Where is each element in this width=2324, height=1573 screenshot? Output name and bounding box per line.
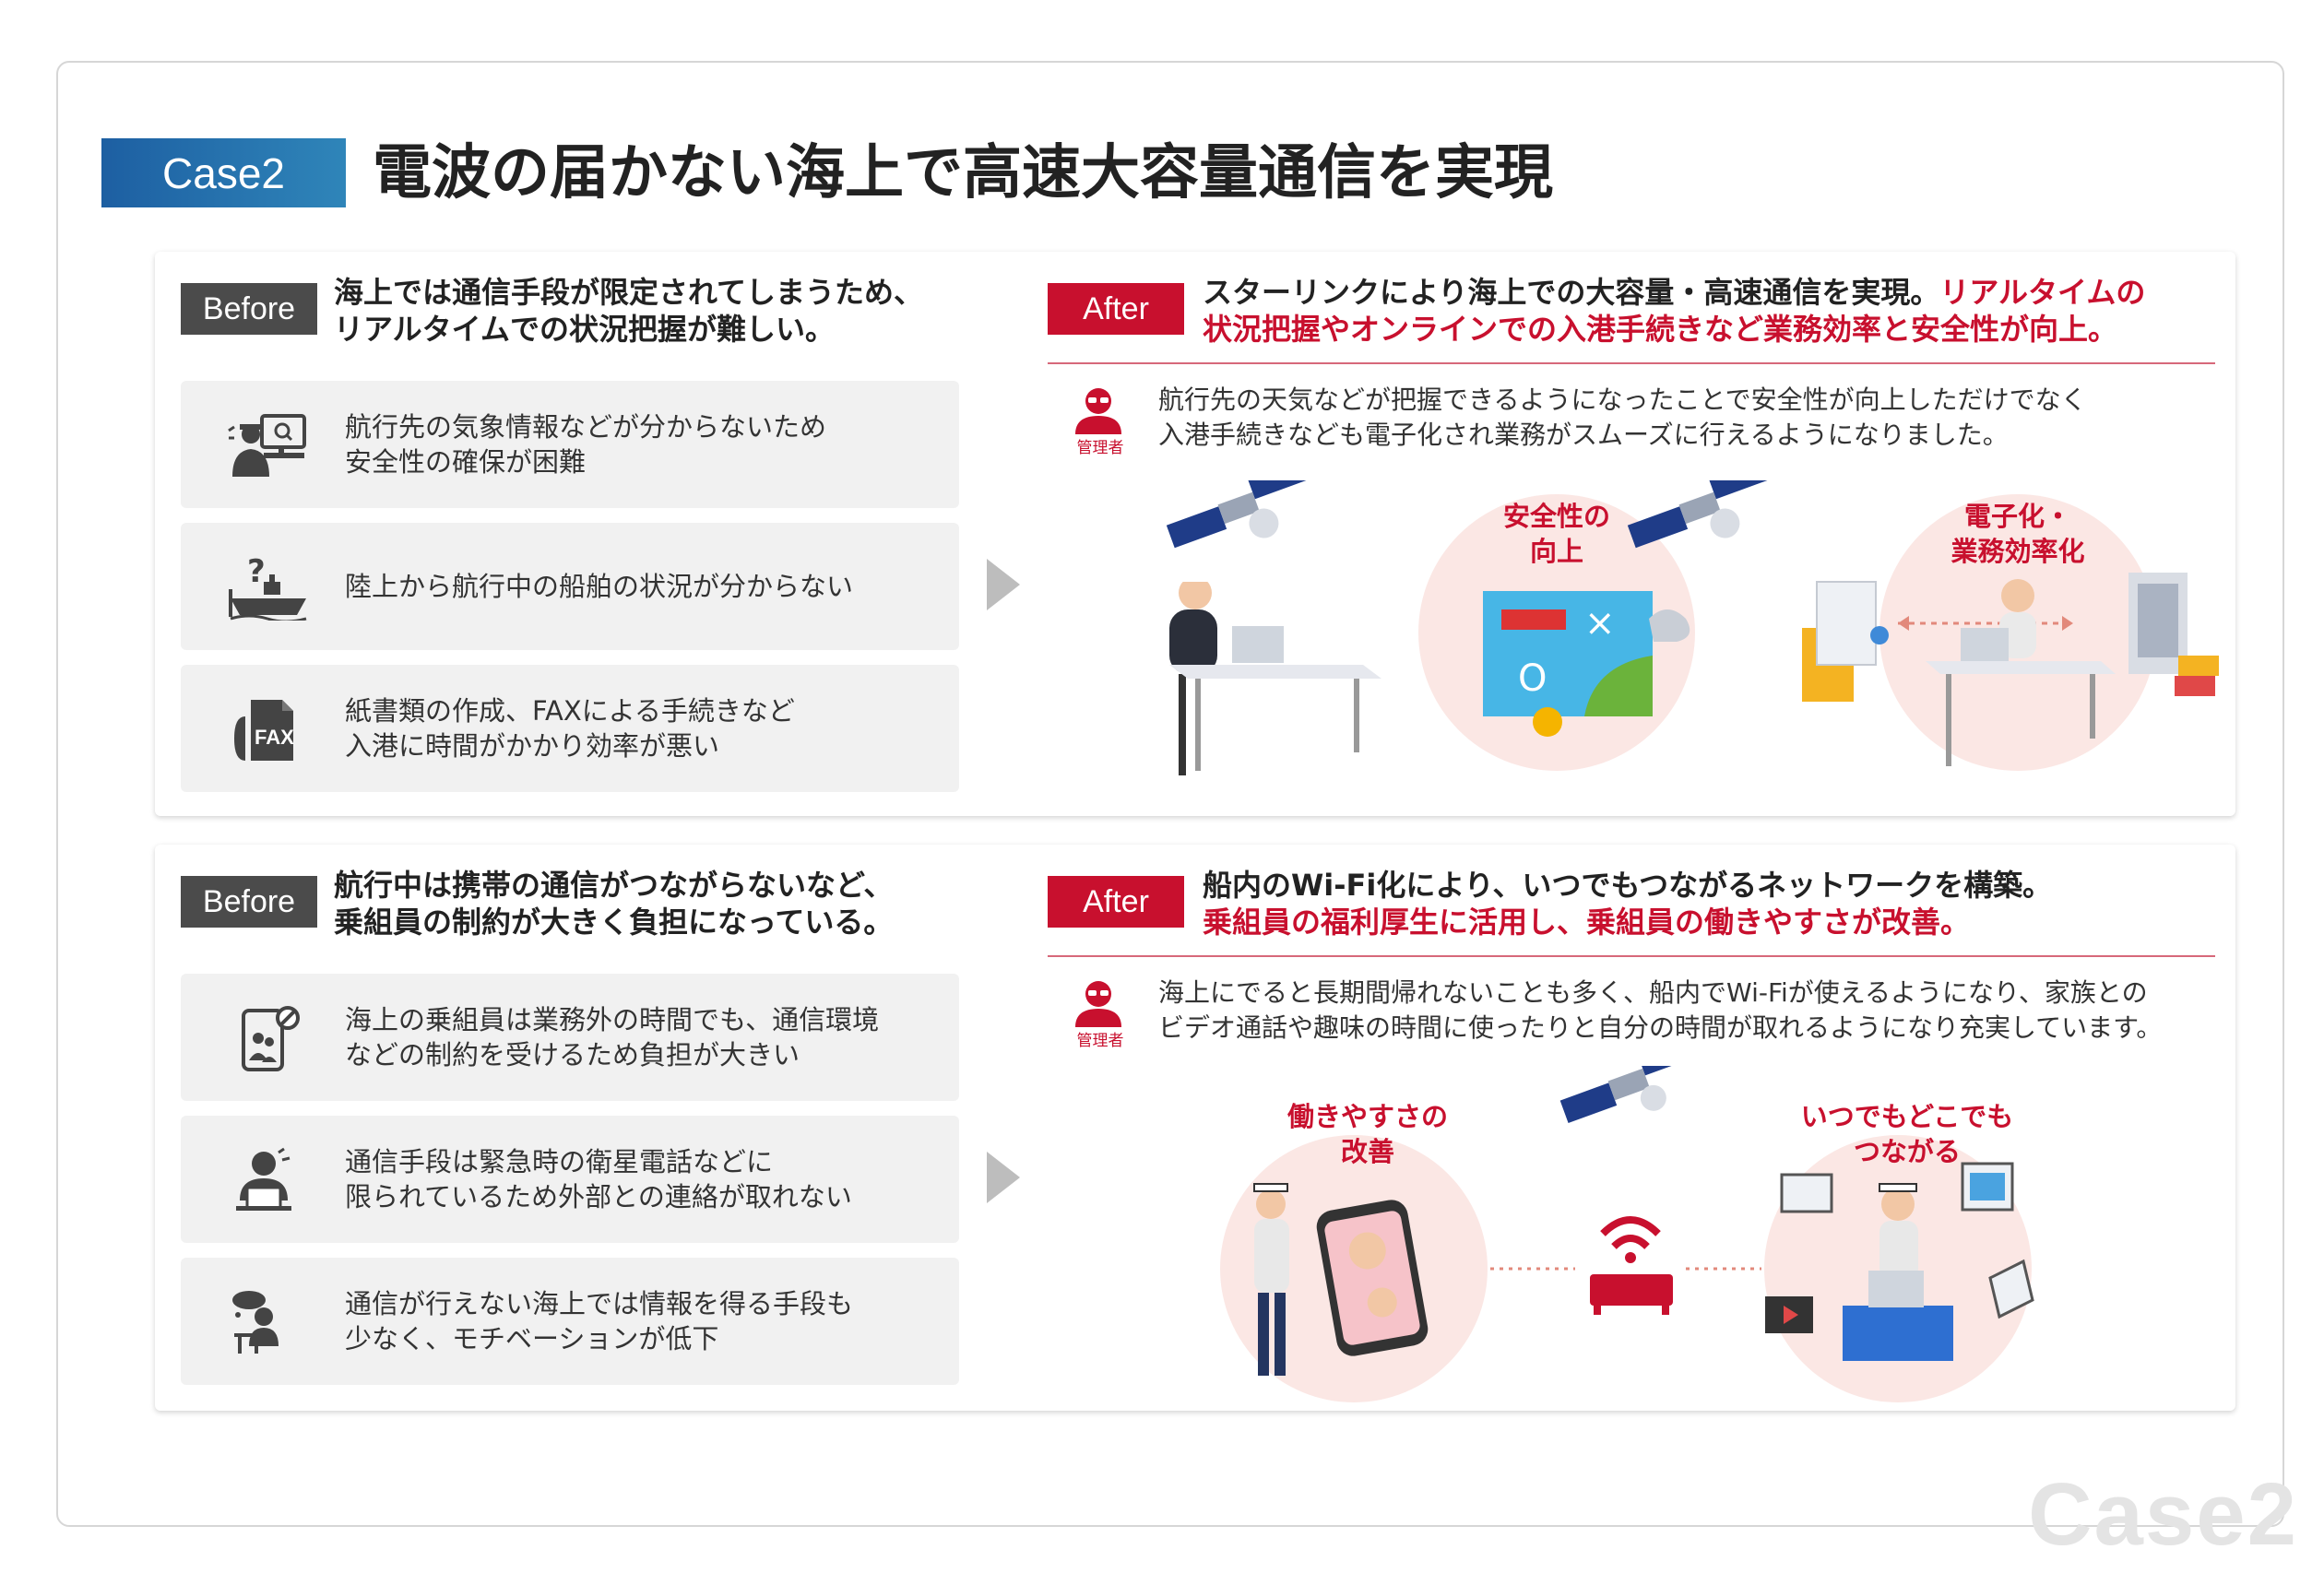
before-heading: 海上では通信手段が限定されてしまうため、 リアルタイムでの状況把握が難しい。: [334, 274, 998, 348]
arrow-right-icon: [987, 1152, 1020, 1203]
benefit-label-work-environment: 働きやすさの 改善: [1271, 1099, 1464, 1169]
benefit-line: 安全性の: [1502, 501, 1610, 532]
before-heading-line1: 海上では通信手段が限定されてしまうため、: [334, 275, 924, 310]
fax-icon: FAX: [234, 700, 294, 761]
before-item-line: などの制約を受けるため負担が大きい: [345, 1039, 800, 1070]
benefit-line: いつでもどこでも: [1800, 1101, 2014, 1132]
before-heading-line1: 航行中は携帯の通信がつながらないなど、: [334, 868, 894, 903]
crew-video-call-icon: [1253, 1183, 1429, 1376]
divider: [1048, 955, 2215, 957]
manager-label: 管理者: [1076, 1032, 1124, 1050]
port-building-icon: [2128, 573, 2219, 696]
after-heading-highlight: 乗組員の福利厚生に活用し、乗組員の働きやすさが改善。: [1203, 905, 1971, 940]
after-tag: After: [1048, 876, 1184, 928]
manager-comment: 海上にでると長期間帰れないことも多く、船内でWi-Fiが使えるようになり、家族と…: [1158, 976, 2228, 1046]
benefit-label-digitalization: 電子化・ 業務効率化: [1926, 499, 2110, 569]
svg-text:O: O: [1518, 657, 1547, 700]
svg-text:×: ×: [1584, 602, 1616, 645]
before-item: ? 陸上から航行中の船舶の状況が分からない: [181, 523, 959, 650]
before-item-line: 航行先の気象情報などが分からないため: [345, 411, 827, 443]
before-tag: Before: [181, 283, 317, 335]
before-item-line: 通信手段は緊急時の衛星電話などに: [345, 1146, 774, 1177]
before-item-text: 航行先の気象情報などが分からないため 安全性の確保が困難: [345, 381, 935, 508]
satellite-icon: [1627, 480, 1769, 549]
wifi-network-illustration: [1220, 1066, 2034, 1402]
benefit-line: 業務効率化: [1951, 536, 2085, 567]
before-item-line: 安全性の確保が困難: [345, 446, 587, 478]
before-item-line: 海上の乗組員は業務外の時間でも、通信環境: [345, 1004, 880, 1035]
after-heading: スターリンクにより海上での大容量・高速通信を実現。リアルタイムの 状況把握やオン…: [1203, 274, 2217, 348]
document-folder-icon: [1802, 581, 1889, 702]
weather-monitor-icon: [228, 414, 306, 477]
phone-prohibited-icon: [242, 1006, 300, 1071]
svg-text:?: ?: [247, 554, 266, 590]
wifi-router-icon: [1590, 1216, 1673, 1315]
satellite-icon: [1166, 480, 1308, 549]
before-item-text: 通信が行えない海上では情報を得る手段も 少なく、モチベーションが低下: [345, 1258, 935, 1385]
before-item: 通信手段は緊急時の衛星電話などに 限られているため外部との連絡が取れない: [181, 1116, 959, 1243]
manager-comment: 航行先の天気などが把握できるようになったことで安全性が向上しただけでなく 入港手…: [1158, 383, 2228, 453]
after-heading-part: スターリンクにより海上での大容量・高速通信を実現。: [1203, 275, 1940, 310]
benefit-label-safety: 安全性の 向上: [1474, 499, 1640, 569]
before-item-line: 入港に時間がかかり効率が悪い: [345, 730, 720, 762]
benefit-line: 働きやすさの: [1286, 1101, 1448, 1132]
page-title: 電波の届かない海上で高速大容量通信を実現: [373, 139, 1553, 207]
after-tag: After: [1048, 283, 1184, 335]
safety-illustration: O ×: [1166, 480, 1695, 775]
benefit-line: 改善: [1340, 1136, 1394, 1167]
fax-icon-text: FAX: [255, 726, 294, 749]
benefit-line: 向上: [1529, 536, 1583, 567]
crew-media-icon: [1765, 1162, 2034, 1361]
arrow-right-icon: [987, 559, 1020, 610]
benefit-line: つながる: [1853, 1136, 1961, 1167]
before-item-line: 陸上から航行中の船舶の状況が分からない: [345, 571, 854, 602]
captain-at-desk-icon: [1169, 573, 1381, 775]
before-item: 航行先の気象情報などが分からないため 安全性の確保が困難: [181, 381, 959, 508]
before-heading-line2: 乗組員の制約が大きく負担になっている。: [334, 905, 894, 940]
benefit-label-always-connected: いつでもどこでも つながる: [1787, 1099, 2027, 1169]
before-heading-line2: リアルタイムでの状況把握が難しい。: [334, 312, 836, 347]
before-item-line: 通信が行えない海上では情報を得る手段も: [345, 1288, 854, 1319]
digitalization-illustration: [1627, 480, 2219, 771]
before-item-text: 紙書類の作成、FAXによる手続きなど 入港に時間がかかり効率が悪い: [345, 665, 935, 792]
comment-line: 航行先の天気などが把握できるようになったことで安全性が向上しただけでなく: [1158, 384, 2087, 415]
before-item-text: 陸上から航行中の船舶の状況が分からない: [345, 523, 935, 650]
before-item-text: 通信手段は緊急時の衛星電話などに 限られているため外部との連絡が取れない: [345, 1116, 935, 1243]
watermark: Case2: [2028, 1465, 2298, 1564]
before-item-line: 限られているため外部との連絡が取れない: [345, 1181, 852, 1212]
comment-line: ビデオ通話や趣味の時間に使ったりと自分の時間が取れるようになり充実しています。: [1158, 1012, 2163, 1043]
before-item: 海上の乗組員は業務外の時間でも、通信環境 などの制約を受けるため負担が大きい: [181, 974, 959, 1101]
case-card-wifi: Before 航行中は携帯の通信がつながらないなど、 乗組員の制約が大きく負担に…: [155, 845, 2235, 1411]
satellite-icon: [1559, 1066, 1694, 1124]
divider: [1048, 362, 2215, 364]
before-item-text: 海上の乗組員は業務外の時間でも、通信環境 などの制約を受けるため負担が大きい: [345, 974, 935, 1101]
case-card-starlink: Before 海上では通信手段が限定されてしまうため、 リアルタイムでの状況把握…: [155, 252, 2235, 816]
before-item: 通信が行えない海上では情報を得る手段も 少なく、モチベーションが低下: [181, 1258, 959, 1385]
benefit-line: 電子化・: [1963, 501, 2071, 532]
comment-line: 海上にでると長期間帰れないことも多く、船内でWi-Fiが使えるようになり、家族と…: [1158, 977, 2148, 1008]
comment-line: 入港手続きなども電子化され業務がスムーズに行えるようになりました。: [1158, 420, 2009, 450]
case-badge: Case2: [101, 138, 346, 207]
manager-icon: [1075, 981, 1121, 1027]
before-heading: 航行中は携帯の通信がつながらないなど、 乗組員の制約が大きく負担になっている。: [334, 867, 998, 940]
before-item-line: 少なく、モチベーションが低下: [345, 1323, 719, 1354]
after-heading-highlight: 状況把握やオンラインでの入港手続きなど業務効率と安全性が向上。: [1203, 312, 2118, 347]
after-heading-highlight: リアルタイムの: [1939, 275, 2146, 310]
after-heading-line1: 船内のWi-Fi化により、いつでもつながるネットワークを構築。: [1203, 868, 2053, 903]
before-item: FAX 紙書類の作成、FAXによる手続きなど 入港に時間がかかり効率が悪い: [181, 665, 959, 792]
after-heading: 船内のWi-Fi化により、いつでもつながるネットワークを構築。 乗組員の福利厚生…: [1203, 867, 2217, 940]
worried-worker-icon: [236, 1147, 291, 1211]
manager-icon: [1075, 388, 1121, 434]
before-item-line: 紙書類の作成、FAXによる手続きなど: [345, 695, 795, 727]
operator-at-desk-icon: [1926, 579, 2116, 766]
sea-map-icon: O ×: [1483, 591, 1690, 737]
ship-question-icon: ?: [229, 554, 307, 621]
manager-label: 管理者: [1076, 439, 1124, 457]
idle-person-icon: [232, 1291, 279, 1354]
before-tag: Before: [181, 876, 317, 928]
